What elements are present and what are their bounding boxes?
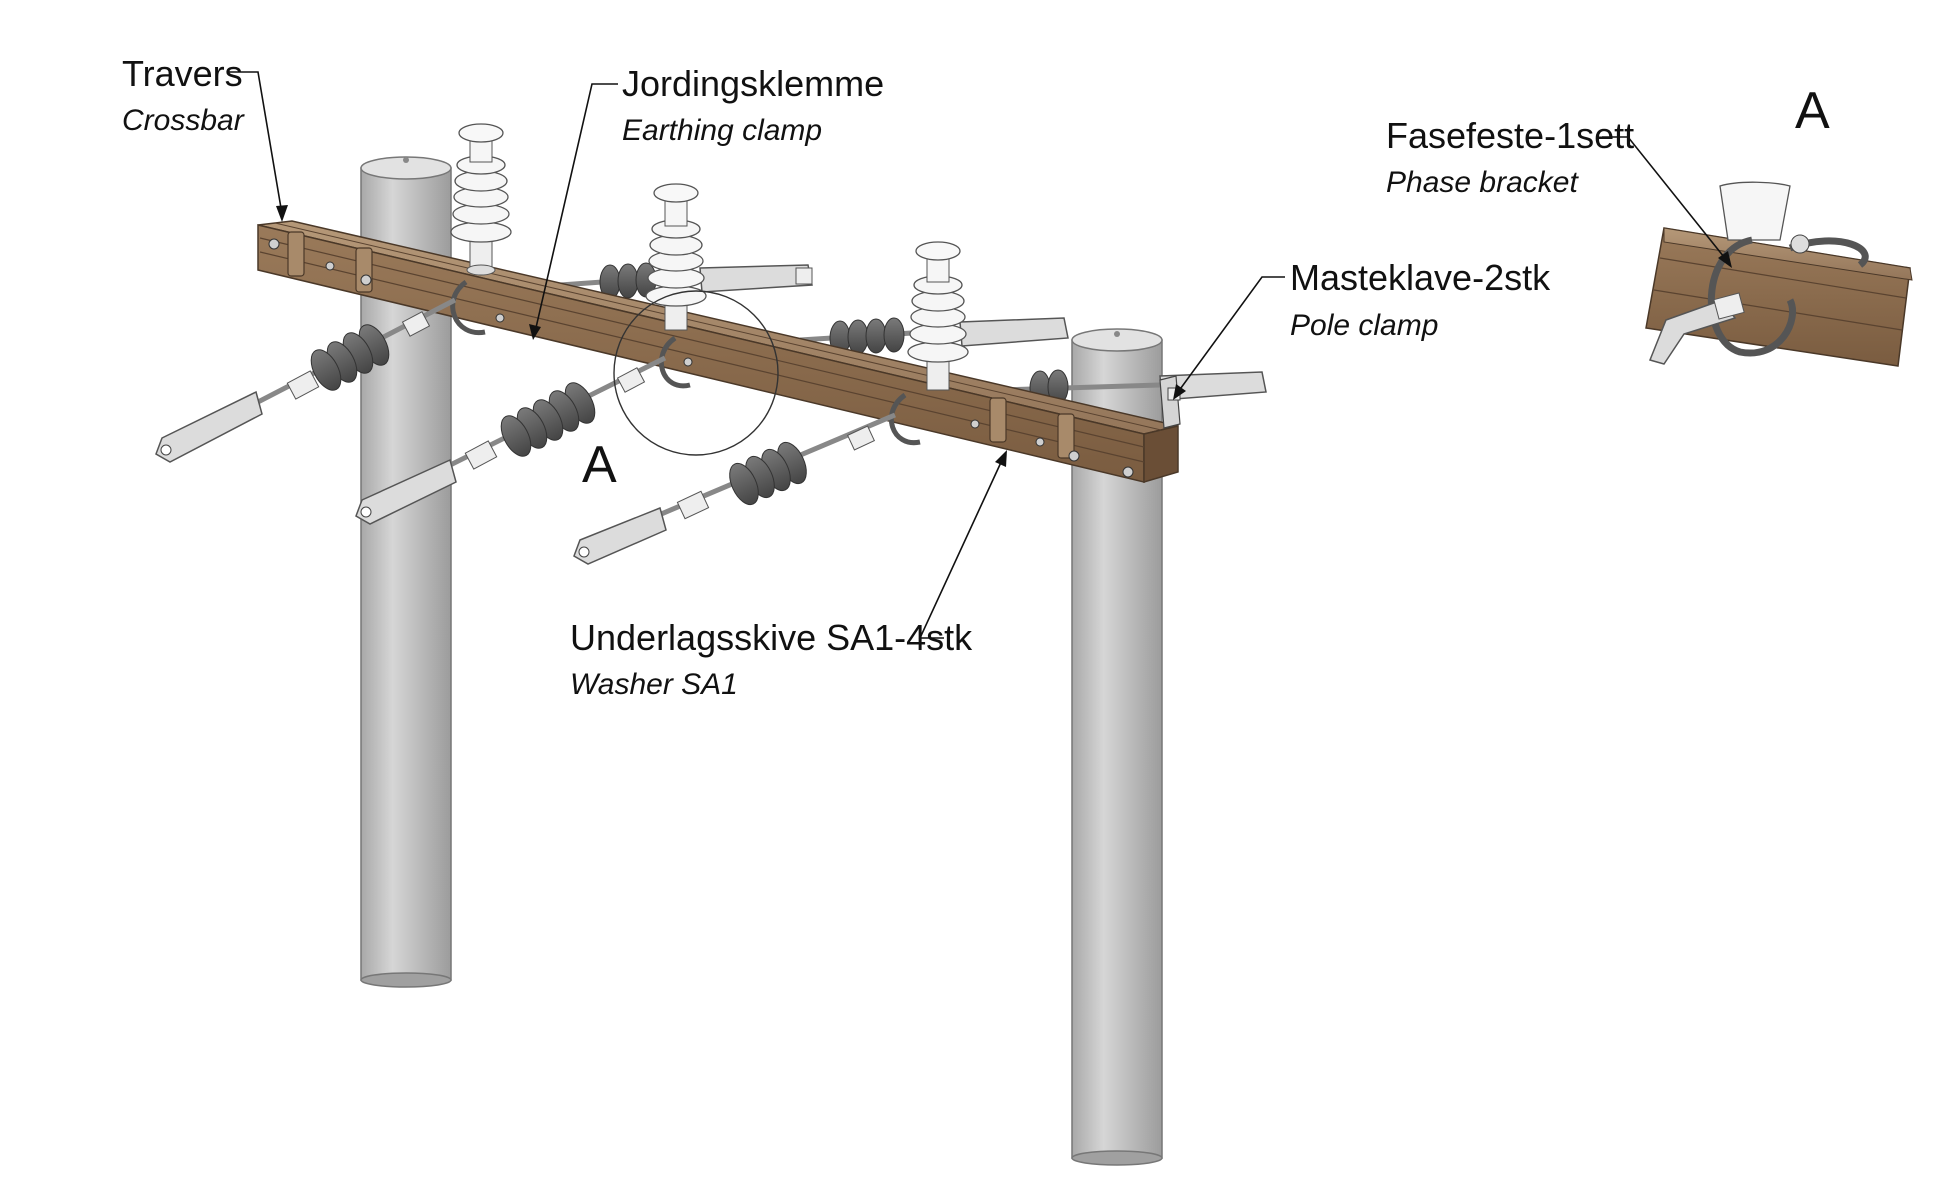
label-underlagsskive-main: Underlagsskive SA1-4stk [570,617,973,658]
label-fasefeste: Fasefeste-1sett Phase bracket [1386,115,1634,199]
insulator-strings-back [559,262,1267,406]
phase-brackets [450,279,921,446]
detail-circle-a [613,290,779,456]
label-fasefeste-sub: Phase bracket [1386,166,1579,199]
label-jordingsklemme: Jordingsklemme Earthing clamp [622,63,884,147]
label-masteklave: Masteklave-2stk Pole clamp [1290,257,1551,342]
label-masteklave-sub: Pole clamp [1290,309,1438,342]
label-travers-sub: Crossbar [122,104,245,137]
pin-insulator-2 [645,183,707,331]
pin-insulator-3 [907,241,969,391]
label-travers: Travers Crossbar [122,53,245,137]
label-masteklave-main: Masteklave-2stk [1290,257,1551,298]
pole-right [1071,328,1163,1166]
pin-insulator-1 [450,123,512,276]
detail-title-a: A [1795,82,1830,140]
detail-marker-a: A [582,436,617,494]
label-fasefeste-main: Fasefeste-1sett [1386,115,1634,156]
label-underlagsskive: Underlagsskive SA1-4stk Washer SA1 [570,617,973,701]
insulator-string-front-2 [355,355,667,525]
insulator-string-front-3 [573,412,896,565]
label-travers-main: Travers [122,53,243,94]
leader-lines [228,71,1732,639]
label-underlagsskive-sub: Washer SA1 [570,668,738,701]
label-jordingsklemme-main: Jordingsklemme [622,63,884,104]
detail-view-a [1645,181,1913,367]
insulator-string-front-1 [155,297,457,463]
label-jordingsklemme-sub: Earthing clamp [622,114,822,147]
